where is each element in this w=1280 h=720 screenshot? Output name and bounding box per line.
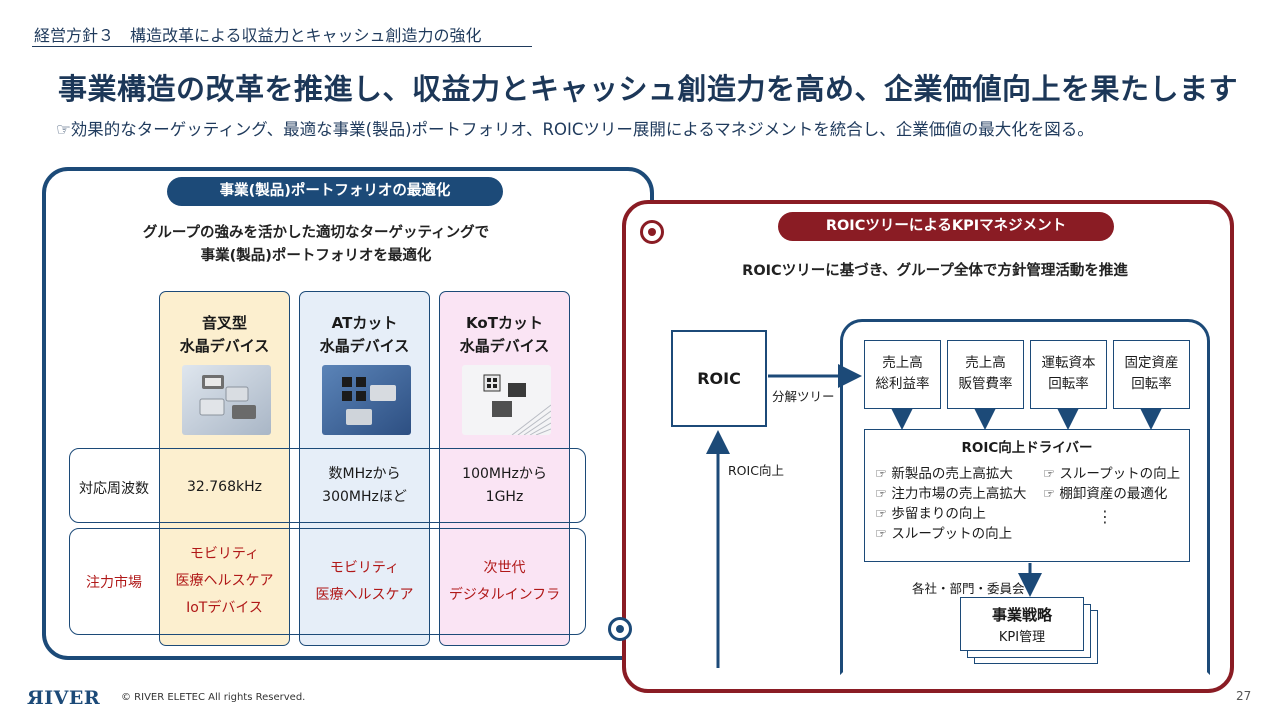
strategy-title: 事業戦略 xyxy=(991,606,1052,624)
roic-tree-frame xyxy=(840,319,1210,675)
kpi-line1: 運転資本 xyxy=(1041,355,1096,371)
kpi-box: 売上高 販管費率 xyxy=(947,340,1024,409)
kpi-line1: 売上高 xyxy=(965,355,1006,371)
product-title: ATカット 水晶デバイス xyxy=(300,312,429,358)
frequency-cell: 100MHzから 1GHz xyxy=(439,463,570,509)
driver-item: ☞ 歩留まりの向上 xyxy=(875,506,986,522)
drivers-ellipsis: ⋮ xyxy=(1097,507,1113,526)
kpi-line2: 販管費率 xyxy=(958,376,1013,392)
page-title: 事業構造の改革を推進し、収益力とキャッシュ創造力を高め、企業価値向上を果たします xyxy=(58,72,1239,106)
market-line1: モビリティ xyxy=(329,560,400,576)
kpi-line2: 総利益率 xyxy=(875,376,930,392)
org-label: 各社・部門・委員会 xyxy=(912,581,1025,596)
frequency-line2: 300MHzほど xyxy=(322,489,407,505)
frequency-line1: 32.768kHz xyxy=(187,479,262,495)
page-subtitle: ☞効果的なターゲッティング、最適な事業(製品)ポートフォリオ、ROICツリー展開… xyxy=(56,120,1094,139)
strategy-subtitle: KPI管理 xyxy=(998,630,1046,645)
portfolio-description-line2: 事業(製品)ポートフォリオを最適化 xyxy=(200,248,432,264)
link-ring-icon xyxy=(640,220,664,244)
kpi-line1: 固定資産 xyxy=(1124,355,1179,371)
portfolio-description: グループの強みを活かした適切なターゲッティングで 事業(製品)ポートフォリオを最… xyxy=(96,222,536,268)
product-title: KoTカット 水晶デバイス xyxy=(440,312,569,358)
market-line2: 医療ヘルスケア xyxy=(315,587,414,603)
kpi-line2: 回転率 xyxy=(1131,376,1172,392)
product-column-tuning-fork: 音叉型 水晶デバイス xyxy=(159,291,290,646)
flow-arrows xyxy=(706,364,1163,668)
copyright-text: © RIVER ELETEC All rights Reserved. xyxy=(121,692,306,703)
drivers-list-right: ☞ スループットの向上 ☞ 棚卸資産の最適化 xyxy=(1043,464,1180,504)
product-photo xyxy=(462,365,551,435)
product-title-line1: ATカット xyxy=(331,314,398,332)
page-number: 27 xyxy=(1236,689,1252,703)
frequency-line1: 100MHzから xyxy=(462,466,547,482)
driver-item: ☞ スループットの向上 xyxy=(1043,466,1181,482)
kpi-box: 固定資産 回転率 xyxy=(1113,340,1190,409)
roic-heading: ROICツリーによるKPIマネジメント xyxy=(778,212,1114,241)
product-title: 音叉型 水晶デバイス xyxy=(160,312,289,358)
kpi-box: 運転資本 回転率 xyxy=(1030,340,1107,409)
drivers-list-left: ☞ 新製品の売上高拡大 ☞ 注力市場の売上高拡大 ☞ 歩留まりの向上 ☞ スルー… xyxy=(875,464,1026,544)
section-heading: 経営方針３ 構造改革による収益力とキャッシュ創造力の強化 xyxy=(34,26,482,45)
strategy-card: 事業戦略 KPI管理 xyxy=(960,597,1084,651)
product-column-kot-cut: KoTカット 水晶デバイス xyxy=(439,291,570,646)
market-cell: モビリティ 医療ヘルスケア xyxy=(299,555,430,609)
roic-box: ROIC xyxy=(671,330,767,427)
market-cell: モビリティ 医療ヘルスケア IoTデバイス xyxy=(159,541,290,622)
frequency-cell: 32.768kHz xyxy=(159,476,290,499)
product-title-line2: 水晶デバイス xyxy=(319,337,410,355)
product-title-line1: KoTカット xyxy=(466,314,543,332)
roic-drivers-box: ROIC向上ドライバー ☞ 新製品の売上高拡大 ☞ 注力市場の売上高拡大 ☞ 歩… xyxy=(864,429,1190,562)
market-line2: デジタルインフラ xyxy=(448,587,561,603)
link-dot-icon xyxy=(616,625,624,633)
product-photo xyxy=(182,365,271,435)
product-title-line1: 音叉型 xyxy=(201,314,247,332)
frequency-cell: 数MHzから 300MHzほど xyxy=(299,463,430,509)
company-logo: ЯIVER xyxy=(27,687,101,709)
improve-label: ROIC向上 xyxy=(728,463,784,478)
frequency-line2: 1GHz xyxy=(485,489,524,505)
kpi-line1: 売上高 xyxy=(882,355,923,371)
driver-item: ☞ スループットの向上 xyxy=(875,526,1013,542)
kpi-line2: 回転率 xyxy=(1048,376,1089,392)
product-column-at-cut: ATカット 水晶デバイス xyxy=(299,291,430,646)
market-line1: モビリティ xyxy=(189,546,260,562)
market-row xyxy=(69,528,586,635)
frequency-line1: 数MHzから xyxy=(328,466,401,482)
portfolio-description-line1: グループの強みを活かした適切なターゲッティングで xyxy=(142,225,490,241)
drivers-title: ROIC向上ドライバー xyxy=(961,440,1093,456)
product-title-line2: 水晶デバイス xyxy=(459,337,550,355)
driver-item: ☞ 新製品の売上高拡大 xyxy=(875,466,1013,482)
link-dot-icon xyxy=(648,228,656,236)
market-cell: 次世代 デジタルインフラ xyxy=(439,555,570,609)
product-title-line2: 水晶デバイス xyxy=(179,337,270,355)
frequency-row xyxy=(69,448,586,523)
roic-description: ROICツリーに基づき、グループ全体で方針管理活動を推進 xyxy=(742,263,1128,279)
portfolio-heading: 事業(製品)ポートフォリオの最適化 xyxy=(167,177,503,206)
market-line3: IoTデバイス xyxy=(186,600,263,616)
market-line1: 次世代 xyxy=(483,560,526,576)
market-row-label: 注力市場 xyxy=(86,575,142,591)
kpi-box: 売上高 総利益率 xyxy=(864,340,941,409)
market-line2: 医療ヘルスケア xyxy=(175,573,274,589)
frequency-row-label: 対応周波数 xyxy=(79,481,149,497)
product-photo xyxy=(322,365,411,435)
decompose-label: 分解ツリー xyxy=(772,389,835,404)
section-divider xyxy=(32,46,532,47)
driver-item: ☞ 棚卸資産の最適化 xyxy=(1043,486,1168,502)
driver-item: ☞ 注力市場の売上高拡大 xyxy=(875,486,1027,502)
